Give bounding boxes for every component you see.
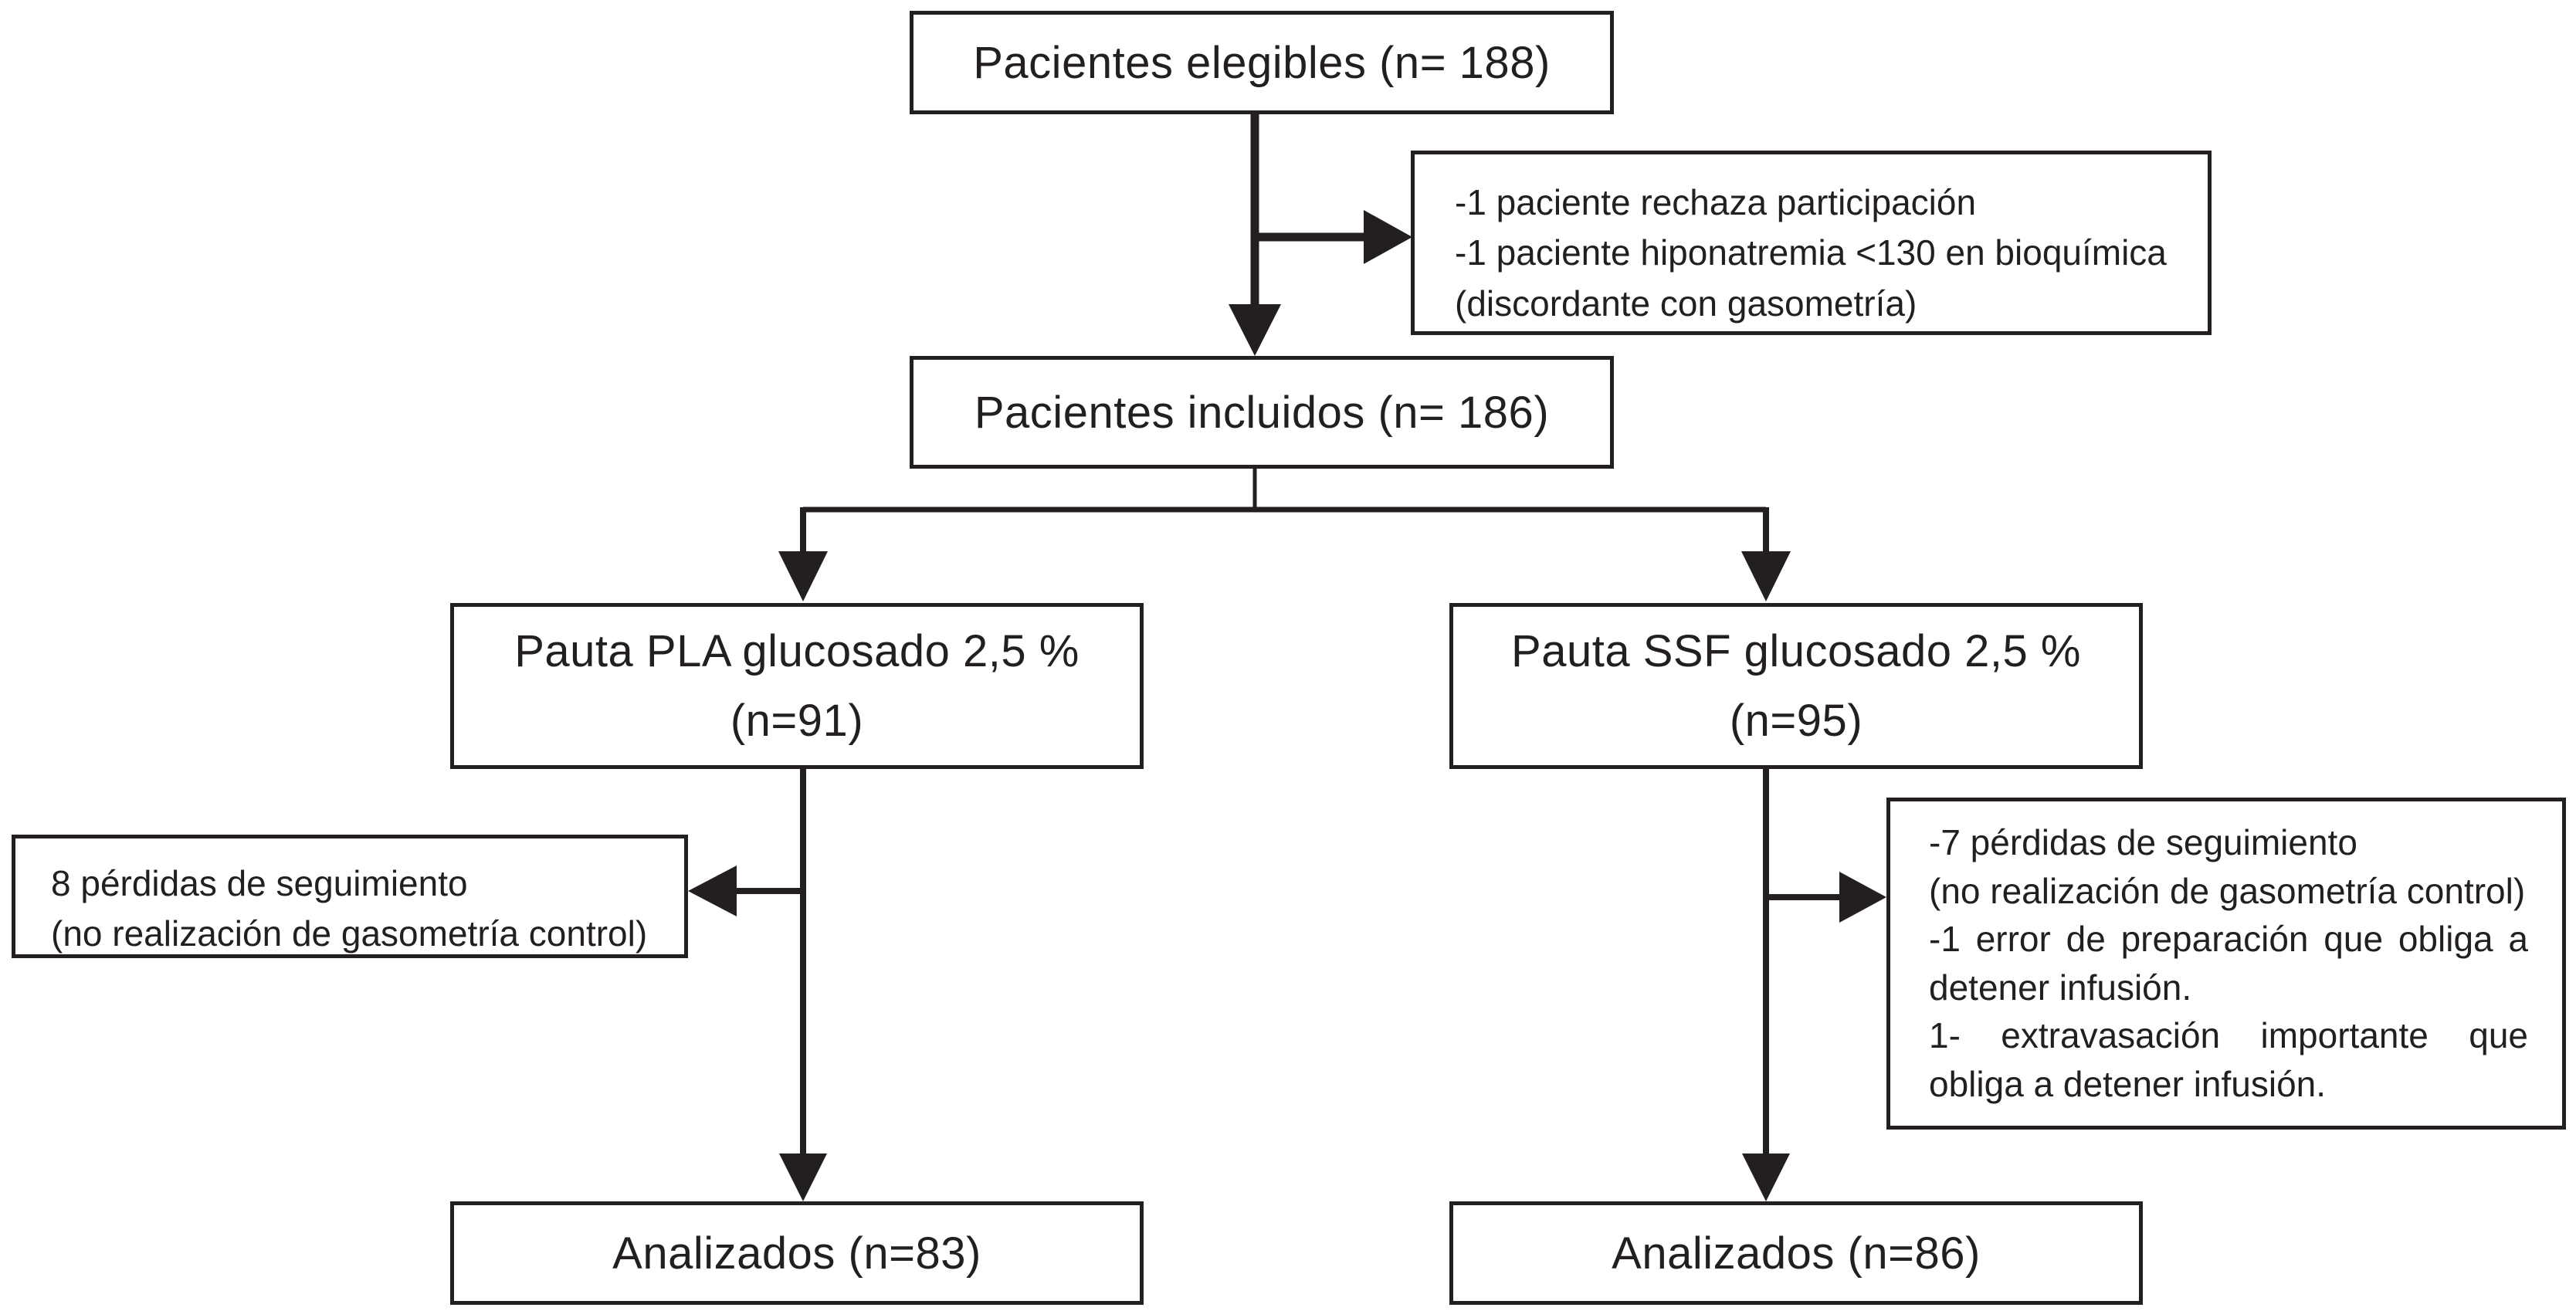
node-perdidas-ssf: -7 pérdidas de seguimiento (no realizaci… [1886,798,2566,1130]
node-analizados-pla: Analizados (n=83) [450,1201,1144,1305]
exclusion-initial-line: (discordante con gasometría) [1455,283,1917,324]
node-pauta-ssf-title: Pauta SSF glucosado 2,5 % [1511,625,2081,676]
arrow-to-exclusion-top [1255,210,1412,264]
exclusion-initial-line: -1 paciente rechaza participación [1455,182,1977,222]
arrow-to-arm-pla [778,507,828,601]
node-analizados-pla-label: Analizados (n=83) [612,1228,981,1279]
node-analizados-ssf-label: Analizados (n=86) [1612,1228,1981,1279]
perdidas-ssf-item: (no realización de gasometría control) [1929,870,2526,911]
arrow-to-loss-pla [688,866,803,916]
exclusion-initial-line: -1 paciente hiponatremia <130 en bioquím… [1455,232,2167,273]
split-connector [803,468,1766,513]
node-pacientes-incluidos-label: Pacientes incluidos (n= 186) [974,387,1550,438]
perdidas-ssf-item: -7 pérdidas de seguimiento [1929,822,2357,862]
node-pauta-pla: Pauta PLA glucosado 2,5 % (n=91) [450,603,1144,769]
arrow-arm-pla-to-analyzed [779,769,827,1201]
node-pauta-ssf-count: (n=95) [1729,696,1863,747]
node-pauta-pla-title: Pauta PLA glucosado 2,5 % [514,625,1080,676]
arrow-to-loss-ssf [1766,872,1886,923]
perdidas-pla-line: (no realización de gasometría control) [51,913,648,954]
node-pacientes-elegibles: Pacientes elegibles (n= 188) [910,11,1614,114]
node-pacientes-incluidos: Pacientes incluidos (n= 186) [910,356,1614,469]
node-pauta-pla-count: (n=91) [730,696,864,747]
perdidas-ssf-item: 1- extravasación importante que obliga a… [1929,1015,2528,1104]
perdidas-ssf-item: -1 error de preparación que obliga a det… [1929,919,2528,1008]
arrow-to-arm-ssf [1741,507,1791,601]
node-pauta-ssf: Pauta SSF glucosado 2,5 % (n=95) [1449,603,2143,769]
node-pacientes-elegibles-label: Pacientes elegibles (n= 188) [973,37,1551,88]
perdidas-pla-line: 8 pérdidas de seguimiento [51,863,468,903]
arrow-arm-ssf-to-analyzed [1742,769,1790,1201]
node-perdidas-pla: 8 pérdidas de seguimiento (no realizació… [12,835,688,958]
arrow-eligible-to-included [1229,113,1281,356]
node-analizados-ssf: Analizados (n=86) [1449,1201,2143,1305]
node-exclusion-initial: -1 paciente rechaza participación -1 pac… [1411,151,2212,335]
